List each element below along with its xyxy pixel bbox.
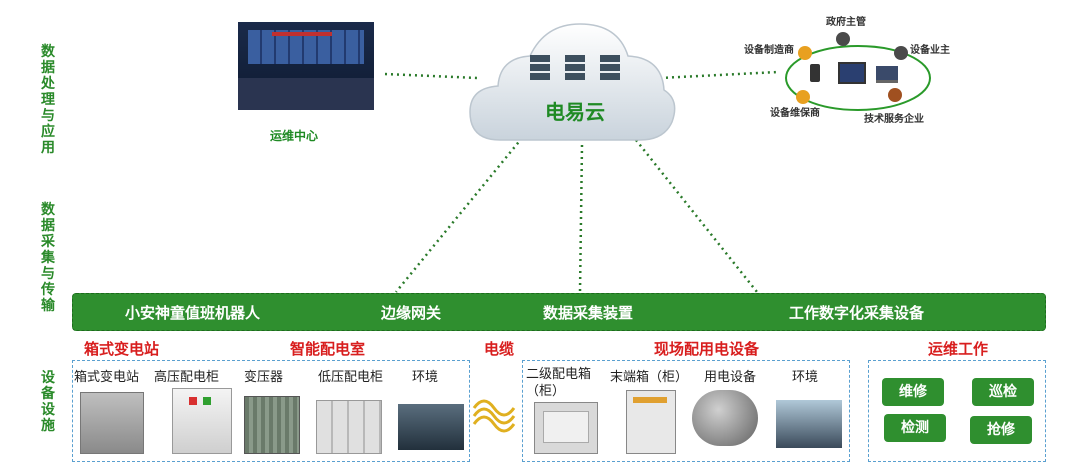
section-box-substation: 箱式变电站 — [84, 340, 160, 358]
collection-bar: 小安神童值班机器人 边缘网关 数据采集装置 工作数字化采集设备 — [72, 293, 1046, 331]
ops-center-label: 运维中心 — [270, 129, 319, 143]
environment-image-1 — [398, 404, 464, 450]
terminal-box-image — [626, 390, 676, 454]
ops-center-image — [238, 22, 374, 110]
hv-cabinet-image — [172, 388, 232, 454]
bar-item-digital-device: 工作数字化采集设备 — [789, 304, 925, 322]
lv-cabinet-image — [316, 400, 382, 454]
work-emergency-repair: 抢修 — [970, 416, 1032, 444]
bar-item-collector: 数据采集装置 — [543, 304, 634, 322]
bar-item-gateway: 边缘网关 — [381, 304, 442, 322]
laptop-icon — [876, 66, 898, 83]
device-label-box-substation: 箱式变电站 — [74, 370, 140, 385]
device-label-lv-cabinet: 低压配电柜 — [318, 370, 384, 385]
stakeholder-maintainer: 设备维保商 — [770, 108, 820, 119]
tablet-icon — [838, 62, 866, 84]
device-label-transformer: 变压器 — [244, 370, 284, 385]
section-ops-work: 运维工作 — [928, 340, 989, 358]
ops-work-box — [868, 360, 1046, 462]
stakeholder-gov: 政府主管 — [826, 17, 866, 28]
work-repair: 维修 — [882, 378, 944, 406]
secondary-box-image — [534, 402, 598, 454]
substation-box — [72, 360, 470, 462]
phone-icon — [810, 64, 820, 82]
stakeholder-owner: 设备业主 — [910, 45, 950, 56]
transformer-image — [244, 396, 300, 454]
power-equipment-image — [692, 390, 758, 446]
environment-image-2 — [776, 400, 842, 448]
work-testing: 检测 — [884, 414, 946, 442]
maintainer-person-icon — [796, 90, 810, 104]
stakeholder-tech: 技术服务企业 — [864, 114, 924, 125]
owner-person-icon — [894, 46, 908, 60]
side-label-facilities: 设备设施 — [41, 370, 55, 434]
device-label-power-equipment: 用电设备 — [704, 370, 757, 385]
section-smart-room: 智能配电室 — [290, 340, 366, 358]
device-label-secondary-box: 二级配电箱（柜） — [526, 367, 592, 399]
manufacturer-person-icon — [798, 46, 812, 60]
field-box — [522, 360, 850, 462]
box-substation-image — [80, 392, 144, 454]
stakeholder-manufacturer: 设备制造商 — [744, 45, 794, 56]
section-cable: 电缆 — [484, 340, 515, 358]
cloud-label: 电易云 — [545, 100, 605, 124]
side-label-processing: 数据处理与应用 — [41, 44, 55, 156]
side-label-collection: 数据采集与传输 — [41, 202, 55, 314]
tech-person-icon — [888, 88, 902, 102]
device-label-env-2: 环境 — [792, 370, 819, 385]
gov-person-icon — [836, 32, 850, 46]
device-label-hv-cabinet: 高压配电柜 — [154, 370, 220, 385]
device-label-env-1: 环境 — [412, 370, 439, 385]
bar-item-robot: 小安神童值班机器人 — [125, 304, 261, 322]
section-field: 现场配用电设备 — [654, 340, 760, 358]
device-label-terminal-box: 末端箱（柜） — [610, 370, 689, 385]
work-inspection: 巡检 — [972, 378, 1034, 406]
